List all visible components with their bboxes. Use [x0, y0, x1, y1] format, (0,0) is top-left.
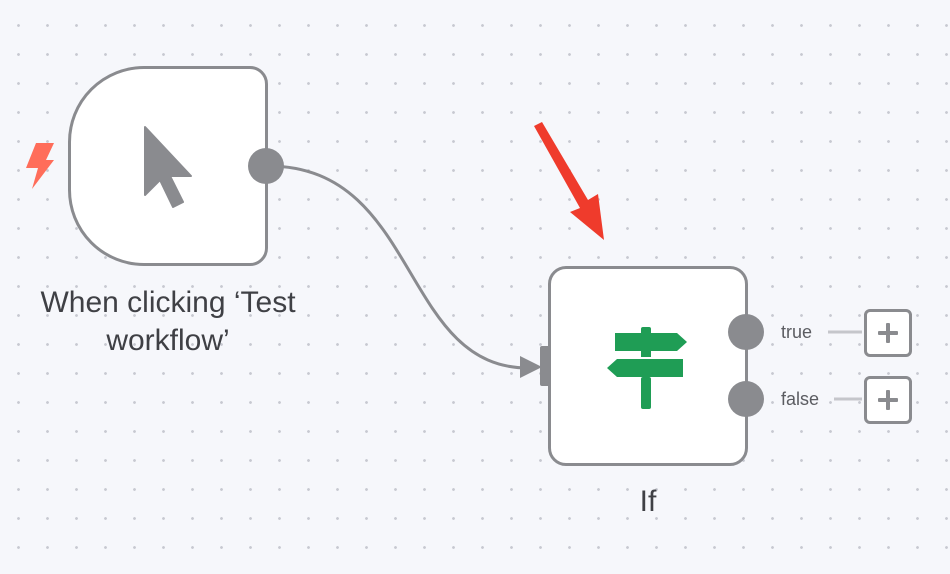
- if-true-output-handle[interactable]: [728, 314, 764, 350]
- trigger-node[interactable]: [68, 66, 268, 266]
- cursor-arrow-icon: [144, 126, 192, 208]
- connection-arrowhead: [520, 356, 542, 378]
- if-node[interactable]: [548, 266, 748, 466]
- connection-trigger-to-if[interactable]: [267, 164, 529, 370]
- plus-icon: [878, 390, 898, 410]
- add-node-true-button[interactable]: [864, 309, 912, 357]
- lightning-bolt-icon: [26, 143, 54, 189]
- trigger-output-handle[interactable]: [248, 148, 284, 184]
- signpost-icon: [607, 327, 687, 409]
- plus-icon: [878, 323, 898, 343]
- if-false-output-handle[interactable]: [728, 381, 764, 417]
- trigger-node-title: When clicking ‘Test workflow’: [40, 286, 296, 357]
- false-branch-label: false: [781, 389, 820, 409]
- true-branch-label: true: [781, 322, 813, 342]
- if-node-title: If: [639, 485, 657, 518]
- annotation-arrow-icon: [534, 122, 604, 240]
- add-node-false-button[interactable]: [864, 376, 912, 424]
